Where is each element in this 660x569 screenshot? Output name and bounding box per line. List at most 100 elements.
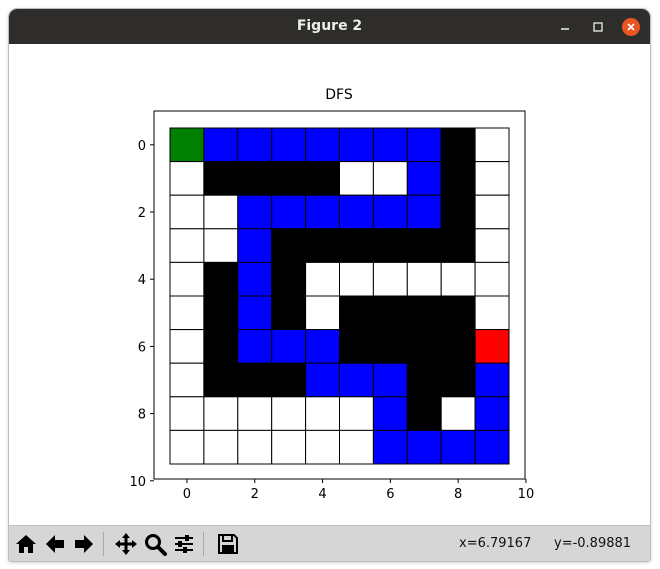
maze-cell-r2-c8 bbox=[440, 194, 476, 230]
maze-cell-r8-c0 bbox=[169, 396, 205, 431]
maze-cell-r6-c5 bbox=[339, 329, 374, 364]
maximize-button[interactable] bbox=[589, 18, 607, 36]
maze-cell-r4-c8 bbox=[440, 261, 476, 297]
back-button[interactable] bbox=[42, 531, 68, 557]
maze-cell-r2-c9 bbox=[474, 194, 510, 230]
maze-cell-r8-c8 bbox=[440, 396, 476, 431]
maze-cell-r1-c0 bbox=[169, 161, 205, 196]
maze-cell-r0-c0 bbox=[169, 127, 205, 163]
y-tick-label: 4 bbox=[138, 273, 146, 288]
maze-cell-r6-c3 bbox=[271, 329, 307, 364]
maze-cell-r4-c4 bbox=[305, 261, 341, 297]
maze-cell-r5-c0 bbox=[169, 295, 205, 331]
maze-cell-r1-c1 bbox=[203, 161, 239, 196]
close-button[interactable] bbox=[622, 18, 640, 36]
maze-cell-r3-c7 bbox=[406, 228, 442, 263]
maze-cell-r7-c4 bbox=[305, 362, 341, 398]
maze-cell-r2-c2 bbox=[237, 194, 273, 230]
minimize-button[interactable] bbox=[556, 18, 574, 36]
maze-cell-r2-c3 bbox=[271, 194, 307, 230]
forward-button[interactable] bbox=[71, 531, 97, 557]
pan-button[interactable] bbox=[113, 531, 139, 557]
maze-cell-r3-c2 bbox=[237, 228, 273, 263]
maze-cell-r0-c7 bbox=[406, 127, 442, 163]
y-tick-label: 2 bbox=[138, 206, 146, 221]
maze-cell-r5-c6 bbox=[372, 295, 408, 331]
maze-cell-r5-c5 bbox=[339, 295, 374, 331]
maze-cell-r7-c5 bbox=[339, 362, 374, 398]
maze-cell-r6-c4 bbox=[305, 329, 341, 364]
maze-cell-r3-c9 bbox=[474, 228, 510, 263]
maze-cell-r3-c1 bbox=[203, 228, 239, 263]
maze-cell-r2-c4 bbox=[305, 194, 341, 230]
maze-cell-r9-c1 bbox=[203, 429, 239, 465]
maze-cell-r9-c4 bbox=[305, 429, 341, 465]
maze-cell-r6-c9 bbox=[474, 329, 510, 364]
maze-cell-r5-c3 bbox=[271, 295, 307, 331]
maze-cell-r6-c8 bbox=[440, 329, 476, 364]
x-coordinate-readout: x=6.79167 bbox=[459, 536, 532, 551]
maze-cell-r7-c6 bbox=[372, 362, 408, 398]
configure-icon bbox=[175, 535, 193, 553]
maze-cell-r0-c3 bbox=[271, 127, 307, 163]
maze-cell-r5-c7 bbox=[406, 295, 442, 331]
maze-cell-r5-c8 bbox=[440, 295, 476, 331]
configure-subplots-button[interactable] bbox=[171, 531, 197, 557]
toolbar-separator bbox=[203, 532, 204, 556]
window-title: Figure 2 bbox=[296, 18, 363, 34]
maze-cell-r4-c1 bbox=[203, 261, 239, 297]
maze-cell-r6-c0 bbox=[169, 329, 205, 364]
maze-cell-r3-c3 bbox=[271, 228, 307, 263]
maze-cell-r2-c1 bbox=[203, 194, 239, 230]
maze-cell-r0-c9 bbox=[474, 127, 510, 163]
maze-cell-r3-c5 bbox=[339, 228, 374, 263]
save-icon bbox=[218, 534, 238, 554]
y-tick-label: 8 bbox=[138, 408, 146, 423]
maze-cell-r0-c4 bbox=[305, 127, 341, 163]
x-tick-label: 10 bbox=[518, 487, 535, 502]
maze-cell-r0-c6 bbox=[372, 127, 408, 163]
y-tick-label: 0 bbox=[138, 139, 146, 154]
maze-cell-r5-c1 bbox=[203, 295, 239, 331]
zoom-icon bbox=[145, 534, 167, 556]
maze-cell-r0-c2 bbox=[237, 127, 273, 163]
maze-cell-r9-c5 bbox=[339, 429, 374, 465]
save-button[interactable] bbox=[215, 531, 241, 557]
maze-cell-r8-c1 bbox=[203, 396, 239, 431]
maze-cell-r0-c8 bbox=[440, 127, 476, 163]
maze-cell-r6-c1 bbox=[203, 329, 239, 364]
maze-cell-r9-c0 bbox=[169, 429, 205, 465]
maze-cell-r8-c4 bbox=[305, 396, 341, 431]
title-bar[interactable]: Figure 2 bbox=[9, 9, 650, 44]
maze-cell-r6-c7 bbox=[406, 329, 442, 364]
maze-cell-r5-c2 bbox=[237, 295, 273, 331]
navigation-toolbar: x=6.79167 y=-0.89881 bbox=[9, 525, 650, 561]
maze-cell-r8-c3 bbox=[271, 396, 307, 431]
maze-cell-r3-c4 bbox=[305, 228, 341, 263]
maze-cell-r0-c1 bbox=[203, 127, 239, 163]
maze-cell-r8-c5 bbox=[339, 396, 374, 431]
y-tick-label: 10 bbox=[129, 475, 146, 490]
home-button[interactable] bbox=[13, 531, 39, 557]
maze-cell-r3-c6 bbox=[372, 228, 408, 263]
maze-cell-r3-c0 bbox=[169, 228, 205, 263]
pan-icon bbox=[115, 533, 137, 555]
maze-cell-r9-c7 bbox=[406, 429, 442, 465]
maze-cell-r4-c6 bbox=[372, 261, 408, 297]
maze-cell-r9-c3 bbox=[271, 429, 307, 465]
maze-cell-r0-c5 bbox=[339, 127, 374, 163]
maze-cell-r1-c2 bbox=[237, 161, 273, 196]
close-icon bbox=[622, 18, 640, 36]
maximize-icon bbox=[593, 22, 603, 32]
maze-cell-r8-c7 bbox=[406, 396, 442, 431]
maze-cell-r3-c8 bbox=[440, 228, 476, 263]
maze-cell-r6-c6 bbox=[372, 329, 408, 364]
maze-cell-r9-c8 bbox=[440, 429, 476, 465]
maze-cell-r2-c0 bbox=[169, 194, 205, 230]
maze-cell-r1-c9 bbox=[474, 161, 510, 196]
zoom-button[interactable] bbox=[142, 531, 168, 557]
x-tick-label: 4 bbox=[318, 487, 326, 502]
maze-cell-r6-c2 bbox=[237, 329, 273, 364]
